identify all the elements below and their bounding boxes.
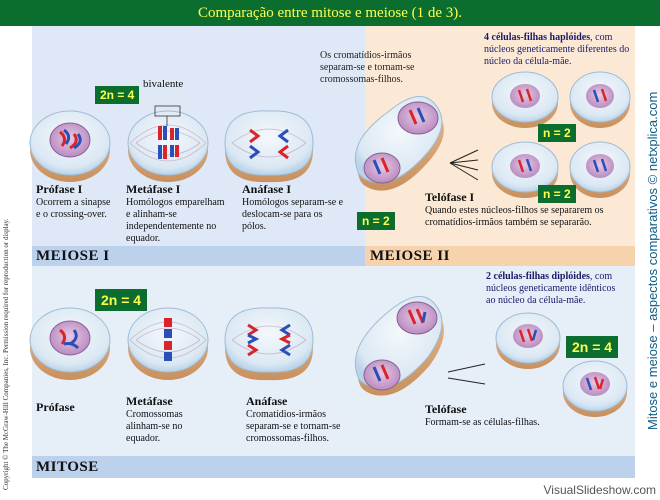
badge-n2-top: n = 2 — [538, 124, 576, 142]
badge-2n4-diploid: 2n = 4 — [566, 336, 619, 358]
watermark: VisualSlideshow.com — [543, 483, 656, 497]
telophase1-cell — [354, 95, 444, 191]
stage-anaphase1: Anáfase I Homólogos separam-se e desloca… — [242, 182, 344, 232]
page-title: Comparação entre mitose e meiose (1 de 3… — [0, 0, 660, 26]
mitosis-arrows — [447, 363, 486, 385]
meiosis-arrows — [449, 149, 479, 181]
section-mitose: MITOSE — [36, 459, 99, 475]
mitose-label-strip — [32, 456, 635, 478]
badge-2n4-mitose: 2n = 4 — [95, 289, 148, 311]
stage-prophase: Prófase — [36, 400, 75, 414]
stage-telophase: Telófase Formam-se as células-filhas. — [425, 402, 540, 428]
anaphase1-cell — [224, 110, 314, 183]
meiose1-label-strip — [32, 246, 365, 266]
badge-2n4-meiose: 2n = 4 — [95, 86, 140, 104]
stage-anaphase: Anáfase Cromatídios-irmãos separam-se e … — [246, 394, 341, 444]
stage-metaphase: Metáfase Cromossomas alinham-se no equad… — [126, 394, 183, 444]
side-caption: Mitose e meiose – aspectos comparativos … — [645, 91, 660, 430]
haploid-cells — [491, 71, 631, 198]
mitosis-metaphase-cell — [127, 307, 209, 380]
meiose2-label-strip — [365, 246, 635, 266]
meiose-top-note: Os cromatídios-irmãos separam-se e torna… — [320, 50, 415, 85]
copyright-notice: Copyright © The McGraw-Hill Companies, I… — [2, 218, 10, 490]
bivalente-label: bivalente — [143, 78, 184, 90]
section-meiose2: MEIOSE II — [370, 248, 450, 264]
badge-n2-telophase: n = 2 — [357, 212, 395, 230]
stage-telophase1: Telófase I Quando estes núcleos-filhos s… — [425, 190, 604, 228]
haploid-note: 4 células-filhas haplóides, com núcleos … — [484, 32, 630, 67]
diploid-note: 2 células-filhas diplóides, com núcleos … — [486, 271, 616, 306]
diploid-cells — [495, 312, 628, 417]
stage-metaphase1: Metáfase I Homólogos emparelham e alinha… — [126, 182, 225, 244]
prophase1-cell — [29, 110, 111, 182]
metaphase1-cell — [127, 105, 209, 182]
mitosis-anaphase-cell — [224, 307, 314, 381]
mitosis-telophase-cell — [354, 295, 444, 396]
mitosis-prophase-cell — [29, 307, 111, 380]
stage-prophase1: Prófase I Ocorrem a sinapse e o crossing… — [36, 182, 111, 220]
section-meiose1: MEIOSE I — [36, 248, 110, 264]
badge-n2-bottom: n = 2 — [538, 185, 576, 203]
